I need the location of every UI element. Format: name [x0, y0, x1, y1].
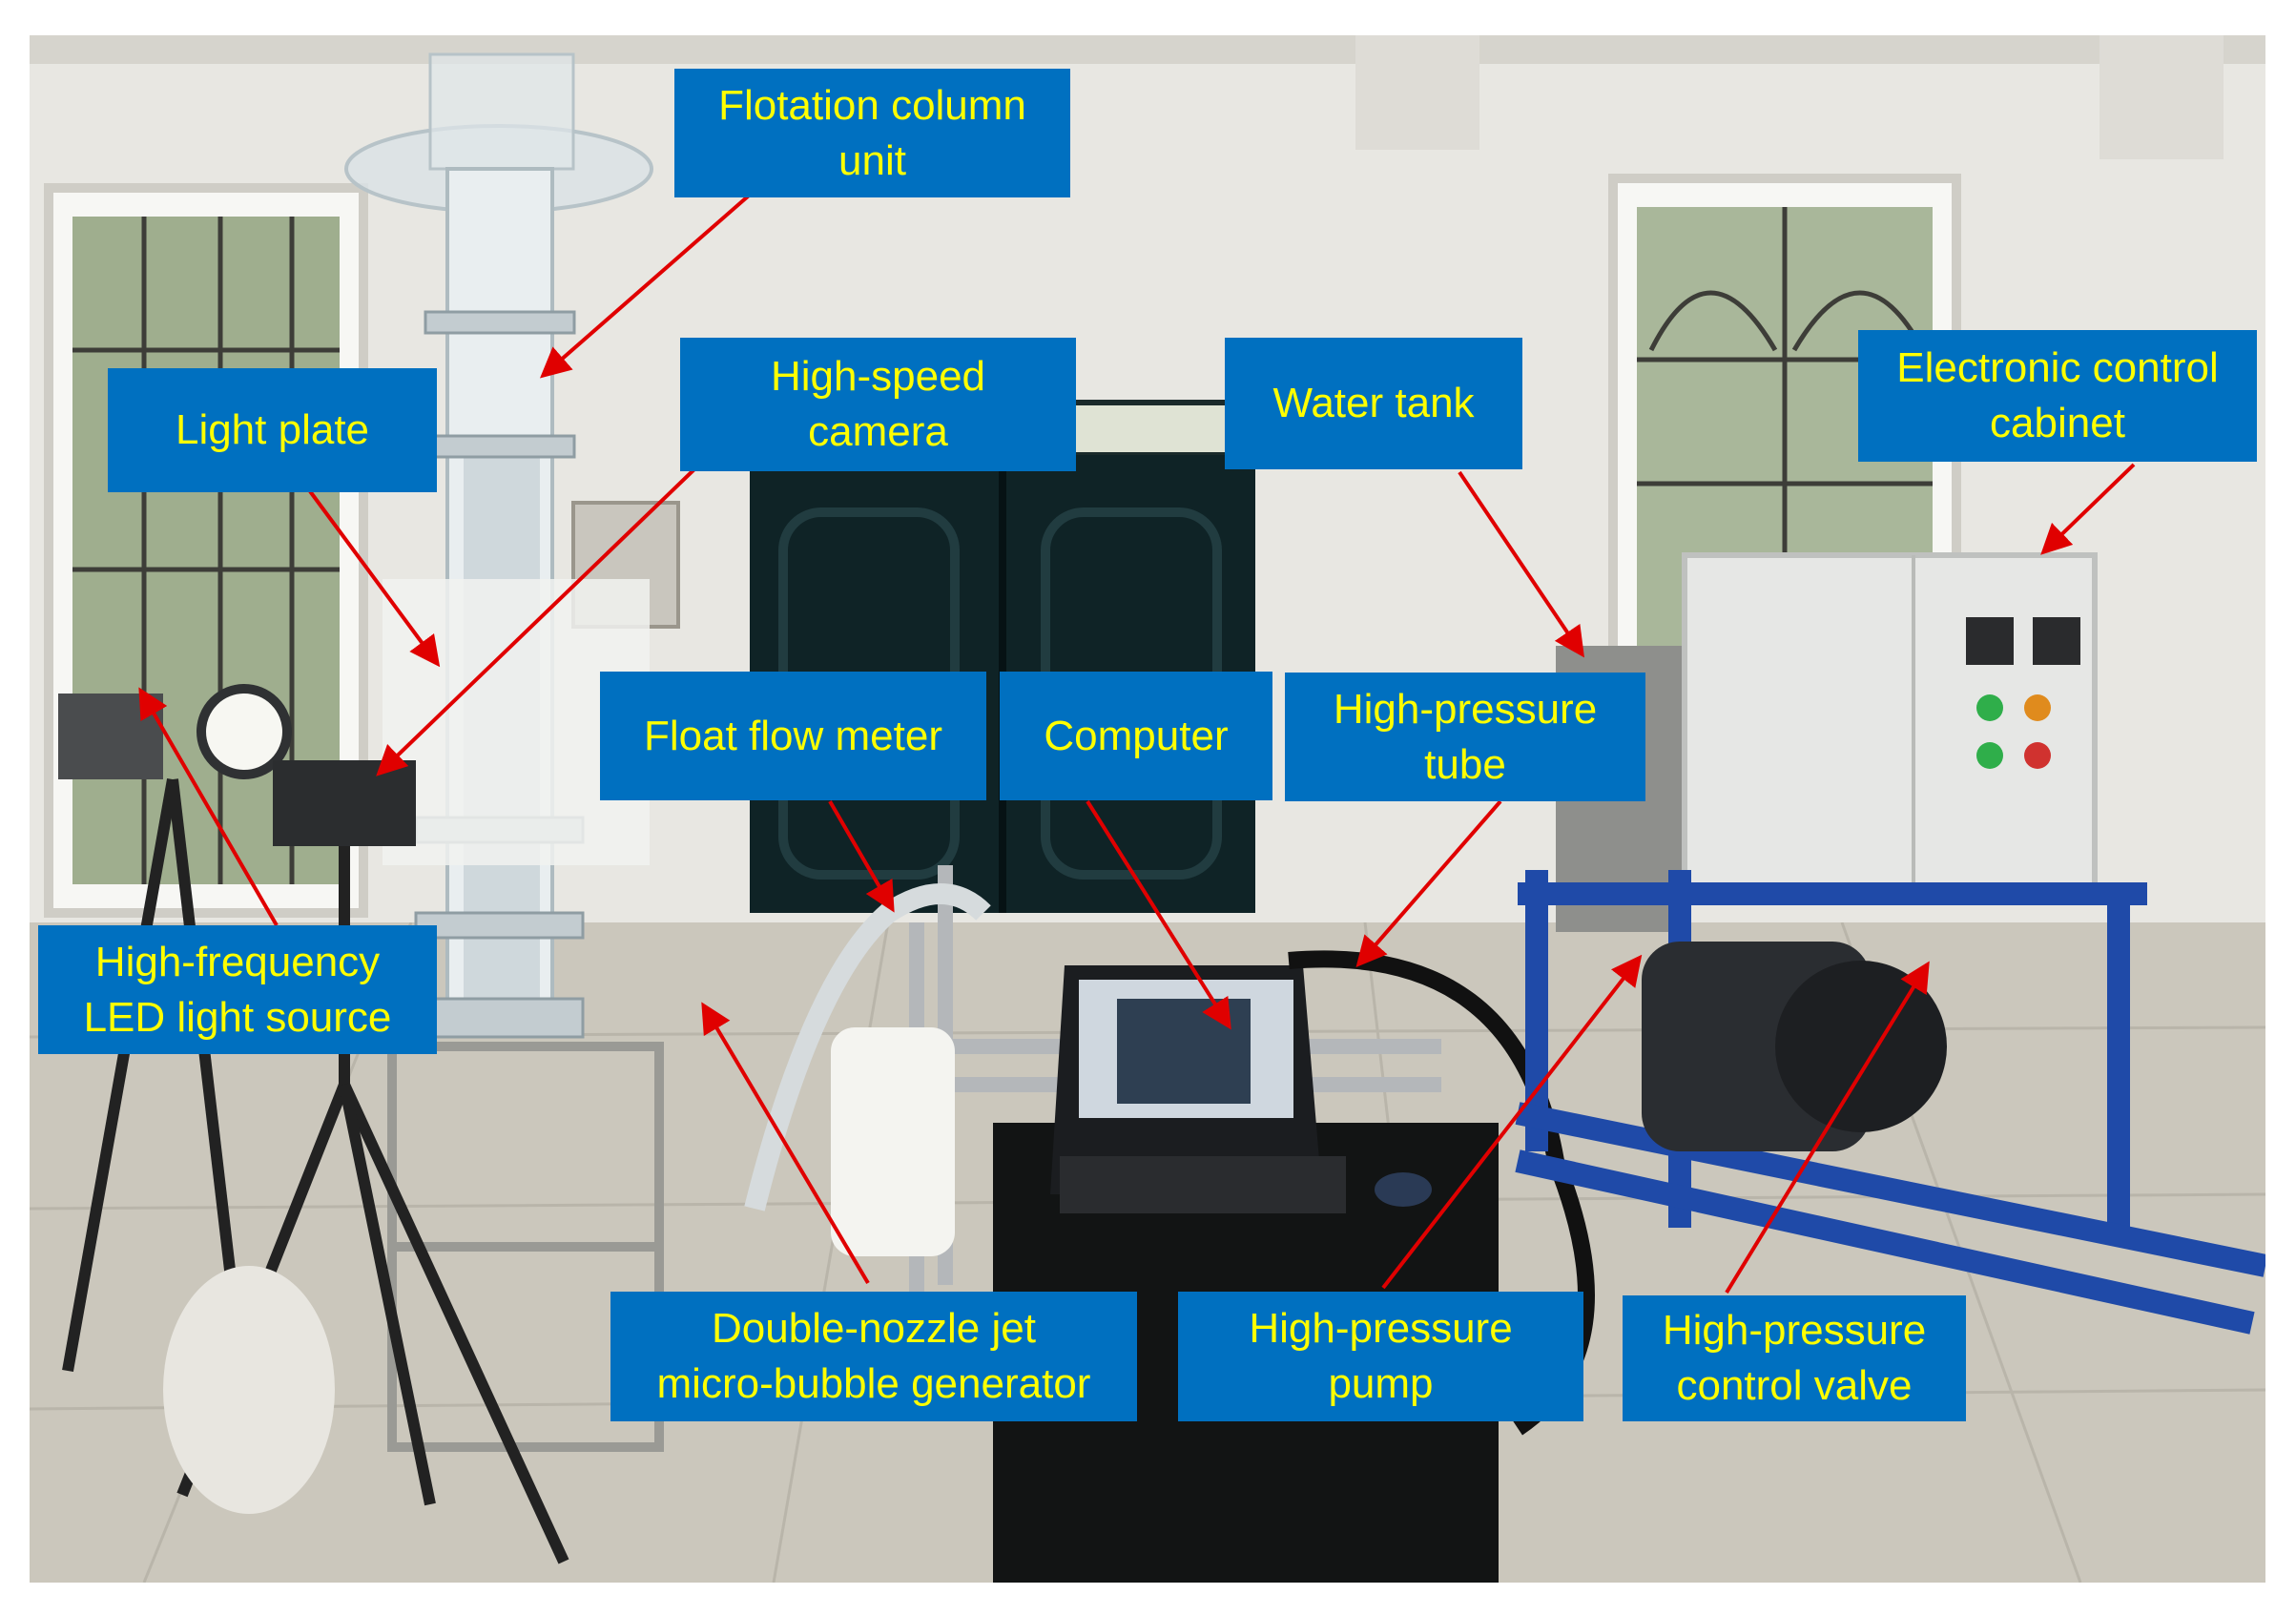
- label-float-flow-meter: Float flow meter: [600, 672, 986, 800]
- label-light-plate: Light plate: [108, 368, 437, 492]
- ceiling-duct-left: [1355, 35, 1479, 150]
- pump-motor-end: [1775, 961, 1947, 1132]
- label-water-tank: Water tank: [1225, 338, 1522, 469]
- ceiling-edge: [30, 35, 2265, 64]
- double-door: [750, 400, 1311, 913]
- column-stand: [387, 1042, 664, 1452]
- ceiling-duct-right: [2099, 35, 2224, 159]
- label-flotation-column-unit: Flotation column unit: [674, 69, 1070, 197]
- label-high-speed-camera: High-speed camera: [680, 338, 1076, 471]
- label-double-nozzle-jet-generator: Double-nozzle jet micro-bubble generator: [610, 1292, 1137, 1421]
- label-electronic-control-cabinet: Electronic control cabinet: [1858, 330, 2257, 462]
- tripod-led: [58, 684, 569, 1564]
- label-computer: Computer: [1000, 672, 1272, 800]
- label-high-pressure-pump: High-pressure pump: [1178, 1292, 1583, 1421]
- label-high-pressure-tube: High-pressure tube: [1285, 673, 1645, 801]
- white-canister: [831, 1027, 955, 1256]
- control-cabinet: [1682, 552, 2098, 901]
- label-high-pressure-control-valve: High-pressure control valve: [1623, 1295, 1966, 1421]
- label-high-frequency-led-light-source: High-frequency LED light source: [38, 925, 437, 1054]
